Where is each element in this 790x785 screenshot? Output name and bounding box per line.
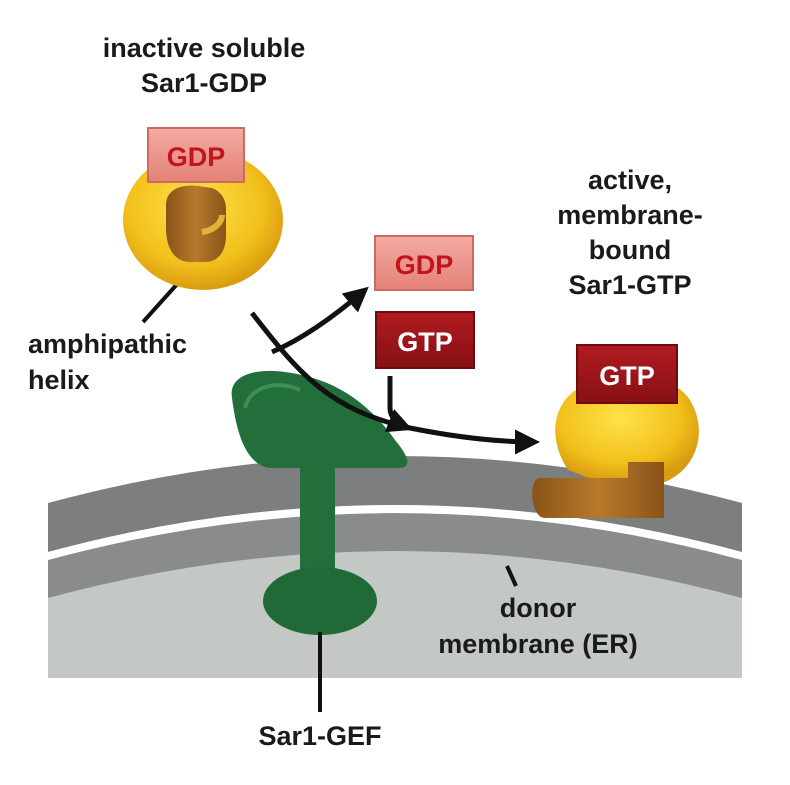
helix-label-line1: amphipathic [28, 329, 187, 359]
donor-label-line2: membrane (ER) [438, 629, 638, 659]
inactive-label-line1: inactive soluble [103, 33, 306, 63]
reaction-arrows [250, 286, 540, 455]
gdp-bound-label: GDP [167, 142, 226, 172]
gtp-bound-label: GTP [599, 361, 655, 391]
gtp-box-incoming: GTP [375, 311, 475, 369]
gef-label: Sar1-GEF [258, 721, 381, 751]
helix-label-line2: helix [28, 365, 90, 395]
donor-leader-line [505, 565, 518, 587]
gdp-release-arrow [271, 286, 369, 355]
gtp-box-bound: GTP [576, 344, 678, 404]
inserted-helix-icon [532, 462, 664, 518]
gdp-released-label: GDP [395, 250, 454, 280]
gdp-box-bound: GDP [147, 127, 245, 183]
gtp-binding-arrow [384, 376, 413, 433]
gdp-box-released: GDP [374, 235, 474, 291]
active-label-line3: bound [589, 235, 671, 265]
active-label-line2: membrane- [557, 200, 703, 230]
gtp-incoming-label: GTP [397, 327, 453, 357]
sar1-gef [231, 370, 408, 635]
amphipathic-helix-icon [166, 185, 226, 262]
inactive-label-line2: Sar1-GDP [141, 68, 267, 98]
donor-label-line1: donor [500, 593, 577, 623]
sar1-gdp-protein [123, 150, 283, 290]
active-label-line4: Sar1-GTP [568, 270, 691, 300]
active-label-line1: active, [588, 165, 672, 195]
